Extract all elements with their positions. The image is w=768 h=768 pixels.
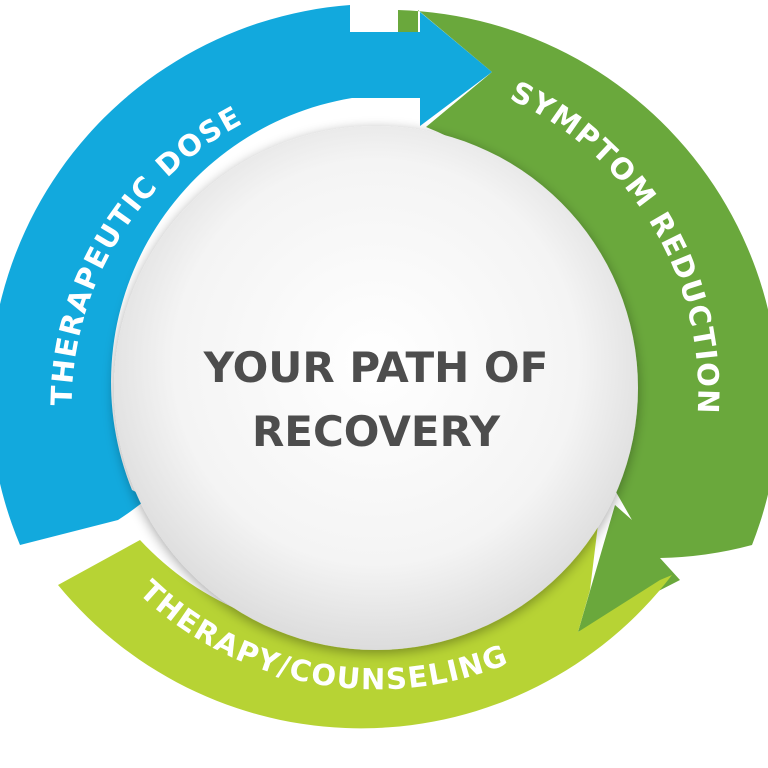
symptom-reduction-band (398, 10, 768, 632)
center-circle (114, 126, 638, 650)
center-title-line-1: YOUR PATH OF (203, 343, 549, 392)
center-title-line-2: RECOVERY (252, 407, 501, 456)
therapy-counseling-band (58, 508, 672, 729)
therapeutic-dose-band (0, 5, 492, 545)
